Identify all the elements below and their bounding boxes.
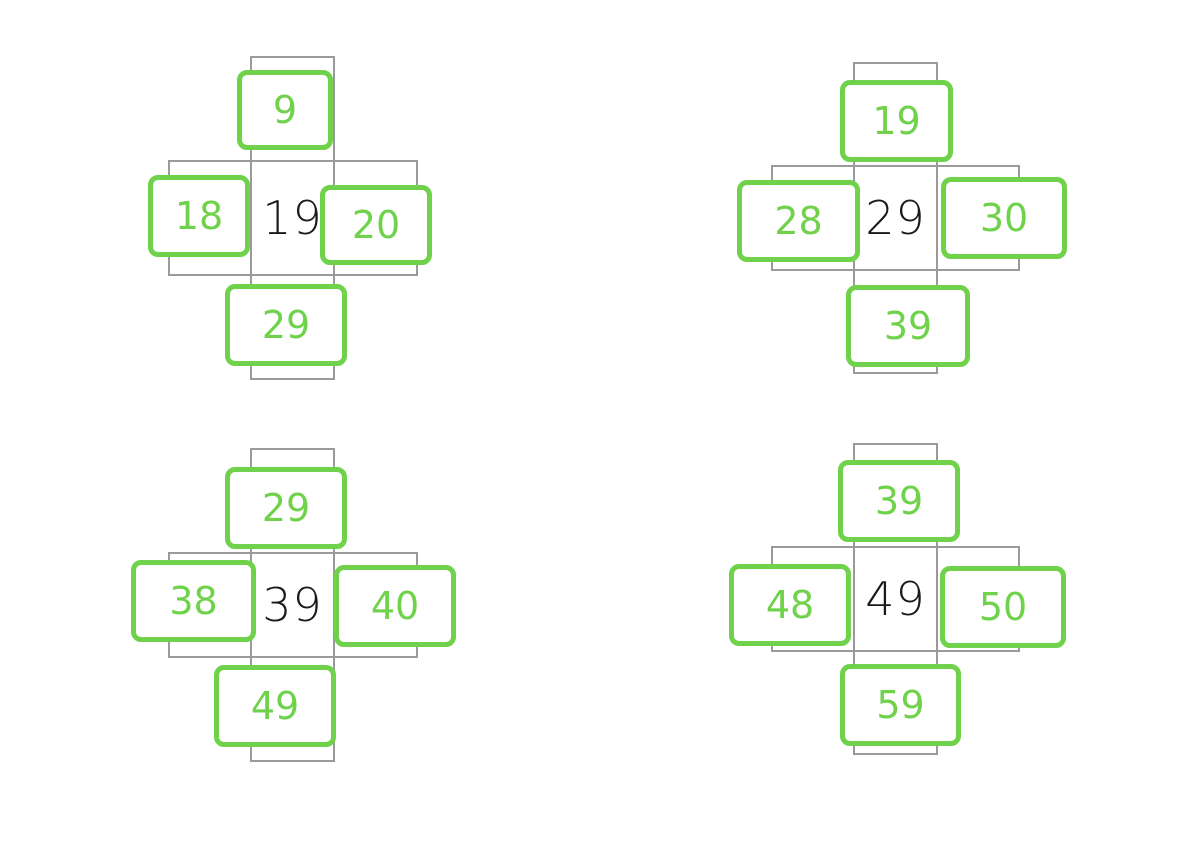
card-up[interactable]: 9 (237, 70, 333, 150)
card-down[interactable]: 39 (846, 285, 970, 367)
center-number: 19 (262, 191, 323, 245)
card-up[interactable]: 29 (225, 467, 347, 549)
card-down[interactable]: 59 (840, 664, 961, 746)
card-up[interactable]: 39 (838, 460, 960, 542)
card-down[interactable]: 29 (225, 284, 347, 366)
card-left[interactable]: 28 (737, 180, 860, 262)
card-right[interactable]: 50 (940, 566, 1066, 648)
card-down[interactable]: 49 (214, 665, 336, 747)
center-number: 49 (865, 572, 926, 626)
center-number: 39 (262, 578, 323, 632)
card-right[interactable]: 30 (941, 177, 1067, 259)
card-right[interactable]: 40 (334, 565, 456, 647)
card-left[interactable]: 38 (131, 560, 256, 642)
card-left[interactable]: 48 (729, 564, 851, 646)
grid-cell-center (853, 165, 938, 271)
card-right[interactable]: 20 (320, 185, 432, 265)
card-up[interactable]: 19 (840, 80, 953, 162)
center-number: 29 (865, 191, 926, 245)
card-left[interactable]: 18 (148, 175, 250, 257)
grid-cell-center (853, 546, 938, 652)
